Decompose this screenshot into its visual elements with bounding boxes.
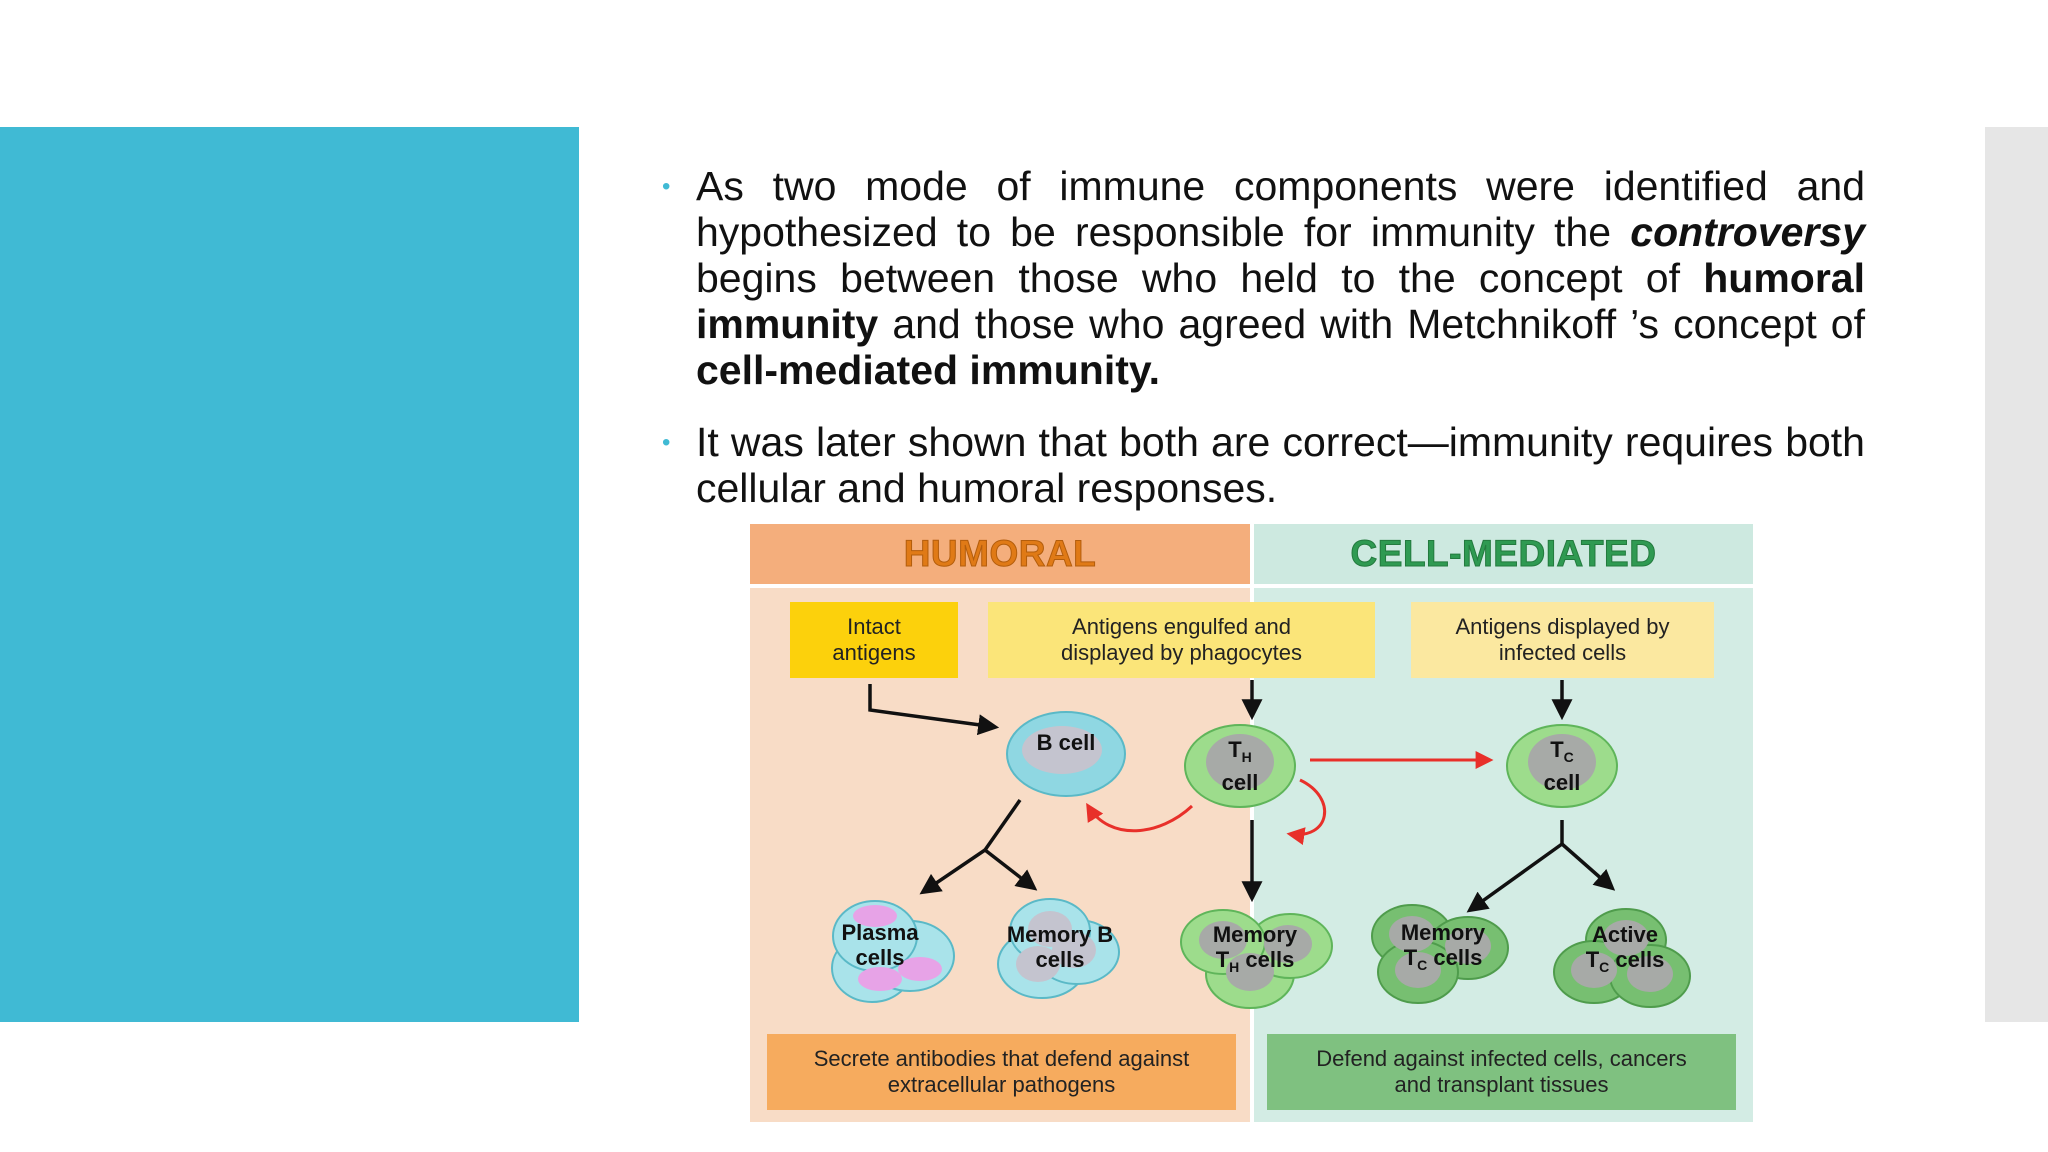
antigens-engulfed-box: Antigens engulfed and displayed by phago… <box>988 602 1375 678</box>
memory-b-cells-icon <box>997 898 1120 999</box>
secrete-antibodies-label: Secrete antibodies that defend against e… <box>813 1046 1190 1097</box>
arrow-to-memory-tc <box>1466 842 1564 913</box>
intact-antigens-box: Intact antigens <box>790 602 958 678</box>
bullet-text-part: humoral immunity <box>696 255 1865 347</box>
antigens-engulfed-label: Antigens engulfed and displayed by phago… <box>1061 614 1302 665</box>
arrow-to-memory-b <box>983 848 1038 891</box>
tc-cell-label-sub: C <box>1563 749 1574 765</box>
bullet-text-part: begins between those who held to the con… <box>696 255 1704 301</box>
memory-th-main: T <box>1215 947 1230 972</box>
antigens-displayed-box: Antigens displayed by infected cells <box>1411 602 1714 678</box>
b-cell-label: B cell <box>1036 730 1096 755</box>
active-tc-rest: cells <box>1609 947 1665 972</box>
arrow-th-to-bcell <box>1086 802 1194 833</box>
memory-th-rest: cells <box>1239 947 1295 972</box>
tc-cell-label: TC cell <box>1502 737 1622 795</box>
memory-tc-sub: C <box>1417 957 1428 973</box>
intact-antigens-label: Intact antigens <box>832 614 916 665</box>
defend-infected-label: Defend against infected cells, cancers a… <box>1316 1046 1687 1097</box>
cell-mediated-title: CELL-MEDIATED <box>1350 533 1657 575</box>
arrow-bcell-split <box>983 798 1022 852</box>
bullet-item: It was later shown that both are correct… <box>660 419 1865 511</box>
humoral-title: HUMORAL <box>903 533 1097 575</box>
arrow-to-plasma <box>919 848 986 895</box>
arrow-intact-to-bcell <box>868 684 1000 736</box>
humoral-header <box>750 524 1250 584</box>
secrete-antibodies-box: Secrete antibodies that defend against e… <box>767 1034 1236 1110</box>
memory-tc-cells-icon <box>1371 904 1509 1004</box>
bullet-text-part: and those who agreed with Metchnikoff ’s… <box>878 301 1865 347</box>
active-tc-main: T <box>1585 947 1600 972</box>
active-tc-sub: C <box>1599 959 1610 975</box>
memory-th-cells-label: Memory TH cells <box>1180 922 1330 980</box>
cell-mediated-header <box>1254 524 1753 584</box>
accent-panel <box>0 127 579 1022</box>
bullet-text-part: cell-mediated immunity. <box>696 347 1161 393</box>
memory-th-sub: H <box>1229 959 1240 975</box>
tc-cell-icon <box>1506 724 1618 808</box>
plasma-cells-label: Plasma cells <box>841 920 919 970</box>
memory-b-cells-label: Memory B cells <box>1006 922 1114 972</box>
side-strip <box>1985 127 2048 1022</box>
memory-tc-cells-label: Memory TC cells <box>1368 920 1518 978</box>
memory-tc-line1: Memory <box>1400 920 1486 945</box>
defend-infected-box: Defend against infected cells, cancers a… <box>1267 1034 1736 1110</box>
plasma-cells-icon <box>831 900 955 1003</box>
antigens-displayed-label: Antigens displayed by infected cells <box>1455 614 1670 665</box>
active-tc-cells-icon <box>1553 908 1691 1008</box>
arrow-to-active-tc <box>1560 842 1616 891</box>
bullet-text-part: controversy <box>1630 209 1865 255</box>
th-cell-label-sub: H <box>1241 749 1252 765</box>
bullet-text-part: It was later shown that both are correct… <box>696 419 1865 511</box>
b-cell-icon <box>1006 711 1126 797</box>
th-cell-label-line2: cell <box>1221 770 1259 795</box>
memory-th-cells-icon <box>1180 909 1333 1009</box>
active-tc-cells-label: Active TC cells <box>1550 922 1700 980</box>
active-tc-line1: Active <box>1591 922 1659 947</box>
immunity-diagram: HUMORAL CELL-MEDIATED Intact antigens An… <box>750 524 1753 1122</box>
th-cell-label-main: T <box>1228 737 1242 762</box>
th-cell-label: TH cell <box>1180 737 1300 795</box>
memory-tc-main: T <box>1403 945 1418 970</box>
memory-th-line1: Memory <box>1212 922 1298 947</box>
bullet-item: As two mode of immune components were id… <box>660 163 1865 393</box>
tc-cell-label-main: T <box>1550 737 1564 762</box>
th-cell-icon <box>1184 724 1296 808</box>
bullet-list: As two mode of immune components were id… <box>660 163 1865 537</box>
memory-tc-rest: cells <box>1427 945 1483 970</box>
bullet-text-part: As two mode of immune components were id… <box>696 163 1865 255</box>
diagram-graphics <box>831 680 1691 1009</box>
tc-cell-label-line2: cell <box>1543 770 1581 795</box>
arrow-th-self <box>1286 778 1327 846</box>
